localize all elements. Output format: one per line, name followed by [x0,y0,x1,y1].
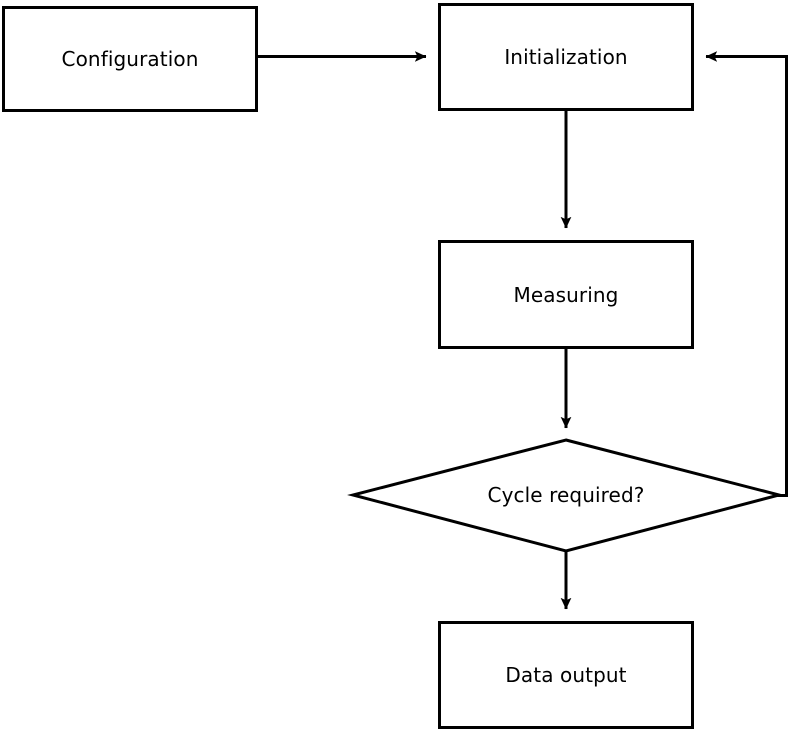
node-initialization[interactable] [438,3,694,111]
node-data-output[interactable] [438,621,694,729]
node-measuring[interactable] [438,240,694,349]
node-cycle-required[interactable] [440,467,692,523]
edge-connectors [258,51,788,610]
edge-cycle-required-to-initialization [705,51,788,497]
node-shape-measuring [438,240,694,349]
node-shape-data-output [438,621,694,729]
node-shapes [2,3,785,729]
node-shape-initialization [438,3,694,111]
node-shape-configuration [2,6,258,112]
node-configuration[interactable] [2,6,258,112]
